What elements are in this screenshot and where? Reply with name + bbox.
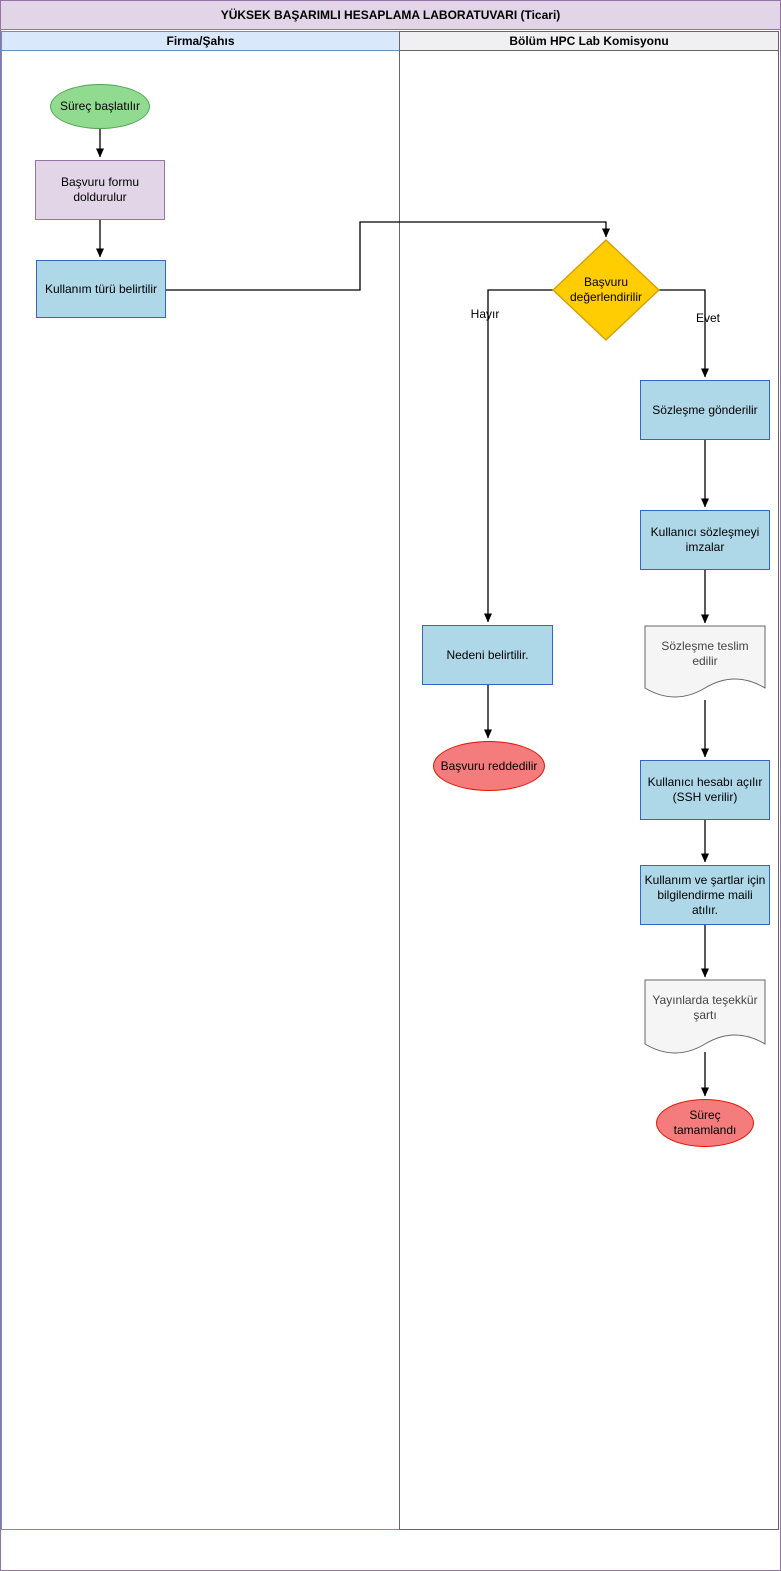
node-completed: Süreç tamamlandı [656,1099,754,1147]
node-usage-type-label: Kullanım türü belirtilir [44,281,158,296]
node-info-mail-label: Kullanım ve şartlar için bilgilendirme m… [644,872,766,917]
node-state-reason: Nedeni belirtilir. [422,625,553,685]
lane-hpc-komisyonu-label: Bölüm HPC Lab Komisyonu [509,34,669,48]
node-state-reason-label: Nedeni belirtilir. [446,647,529,662]
node-usage-type: Kullanım türü belirtilir [36,260,166,318]
node-open-account: Kullanıcı hesabı açılır (SSH verilir) [640,760,770,820]
edge-label-yes: Evet [695,310,720,325]
node-rejected: Başvuru reddedilir [433,741,545,791]
edge-label-no: Hayır [470,306,500,321]
node-info-mail: Kullanım ve şartlar için bilgilendirme m… [640,865,770,925]
pool-title: YÜKSEK BAŞARIMLI HESAPLAMA LABORATUVARI … [1,1,780,30]
lane-firma-sahis-label: Firma/Şahıs [166,34,235,48]
node-rejected-label: Başvuru reddedilir [440,758,538,773]
pool-title-label: YÜKSEK BAŞARIMLI HESAPLAMA LABORATUVARI … [220,8,561,22]
node-send-contract: Sözleşme gönderilir [640,380,770,440]
node-fill-form: Başvuru formu doldurulur [35,160,165,220]
node-open-account-label: Kullanıcı hesabı açılır (SSH verilir) [647,775,763,804]
lane-firma-sahis-header: Firma/Şahıs [2,32,399,51]
node-completed-label: Süreç tamamlandı [673,1108,737,1137]
node-fill-form-label: Başvuru formu doldurulur [60,175,140,204]
node-send-contract-label: Sözleşme gönderilir [652,402,758,417]
lane-firma-sahis: Firma/Şahıs [1,31,400,1530]
node-sign-contract-label: Kullanıcı sözleşmeyi imzalar [650,525,760,554]
node-start: Süreç başlatılır [50,84,150,129]
lane-hpc-komisyonu-header: Bölüm HPC Lab Komisyonu [400,32,778,51]
node-sign-contract: Kullanıcı sözleşmeyi imzalar [640,510,770,570]
node-start-label: Süreç başlatılır [59,99,141,113]
